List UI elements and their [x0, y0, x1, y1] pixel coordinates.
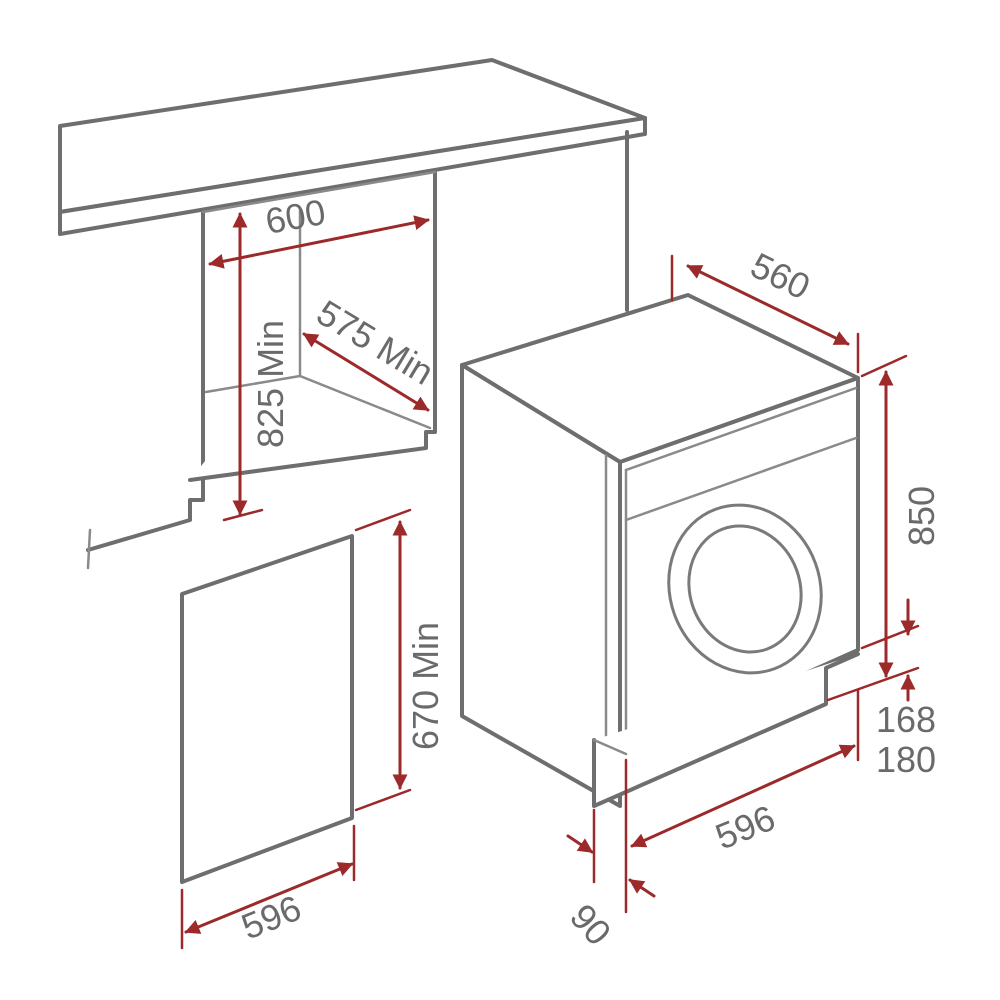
- niche-left-wall: [86, 210, 205, 552]
- front-panel-top-line: [624, 386, 858, 472]
- dim-panel-height-ext-bottom: [354, 788, 412, 812]
- label-panel-height: 670 Min: [405, 622, 446, 750]
- niche-top-line: [201, 170, 437, 214]
- dim-machine-width-arrow: [630, 744, 856, 848]
- washing-machine: [460, 293, 860, 808]
- decor-panel-face: [180, 534, 354, 884]
- dim-plinth-ext-top: [860, 624, 920, 650]
- dim-machine-height-ext-top: [860, 354, 908, 378]
- label-door-offset: 90: [562, 896, 619, 953]
- countertop-edge: [58, 116, 647, 236]
- dim-offset-arrow-left: [566, 834, 594, 854]
- plinth-top-line: [592, 738, 628, 756]
- dimension-lines: [180, 212, 920, 950]
- porthole-inner: [687, 524, 803, 654]
- label-machine-height: 850: [901, 486, 942, 546]
- dim-plinth-ext-bottom: [826, 666, 920, 702]
- control-panel-line: [624, 436, 858, 522]
- dim-machine-depth-arrow: [686, 264, 850, 346]
- dim-panel-width-arrow: [184, 862, 354, 934]
- label-plinth-min: 168: [876, 699, 936, 740]
- dim-offset-arrow-right: [628, 878, 656, 898]
- dim-niche-height-tick: [222, 508, 264, 522]
- porthole-door: [667, 503, 823, 675]
- decor-panel: [180, 534, 354, 884]
- dim-niche-depth-arrow: [302, 332, 430, 412]
- cabinet-floor-step: [86, 528, 92, 570]
- label-plinth-max: 180: [876, 739, 936, 780]
- machine-side: [460, 363, 622, 808]
- label-panel-width: 596: [236, 887, 307, 948]
- label-niche-height: 825 Min: [250, 320, 291, 448]
- dim-panel-height-ext-top: [354, 508, 412, 532]
